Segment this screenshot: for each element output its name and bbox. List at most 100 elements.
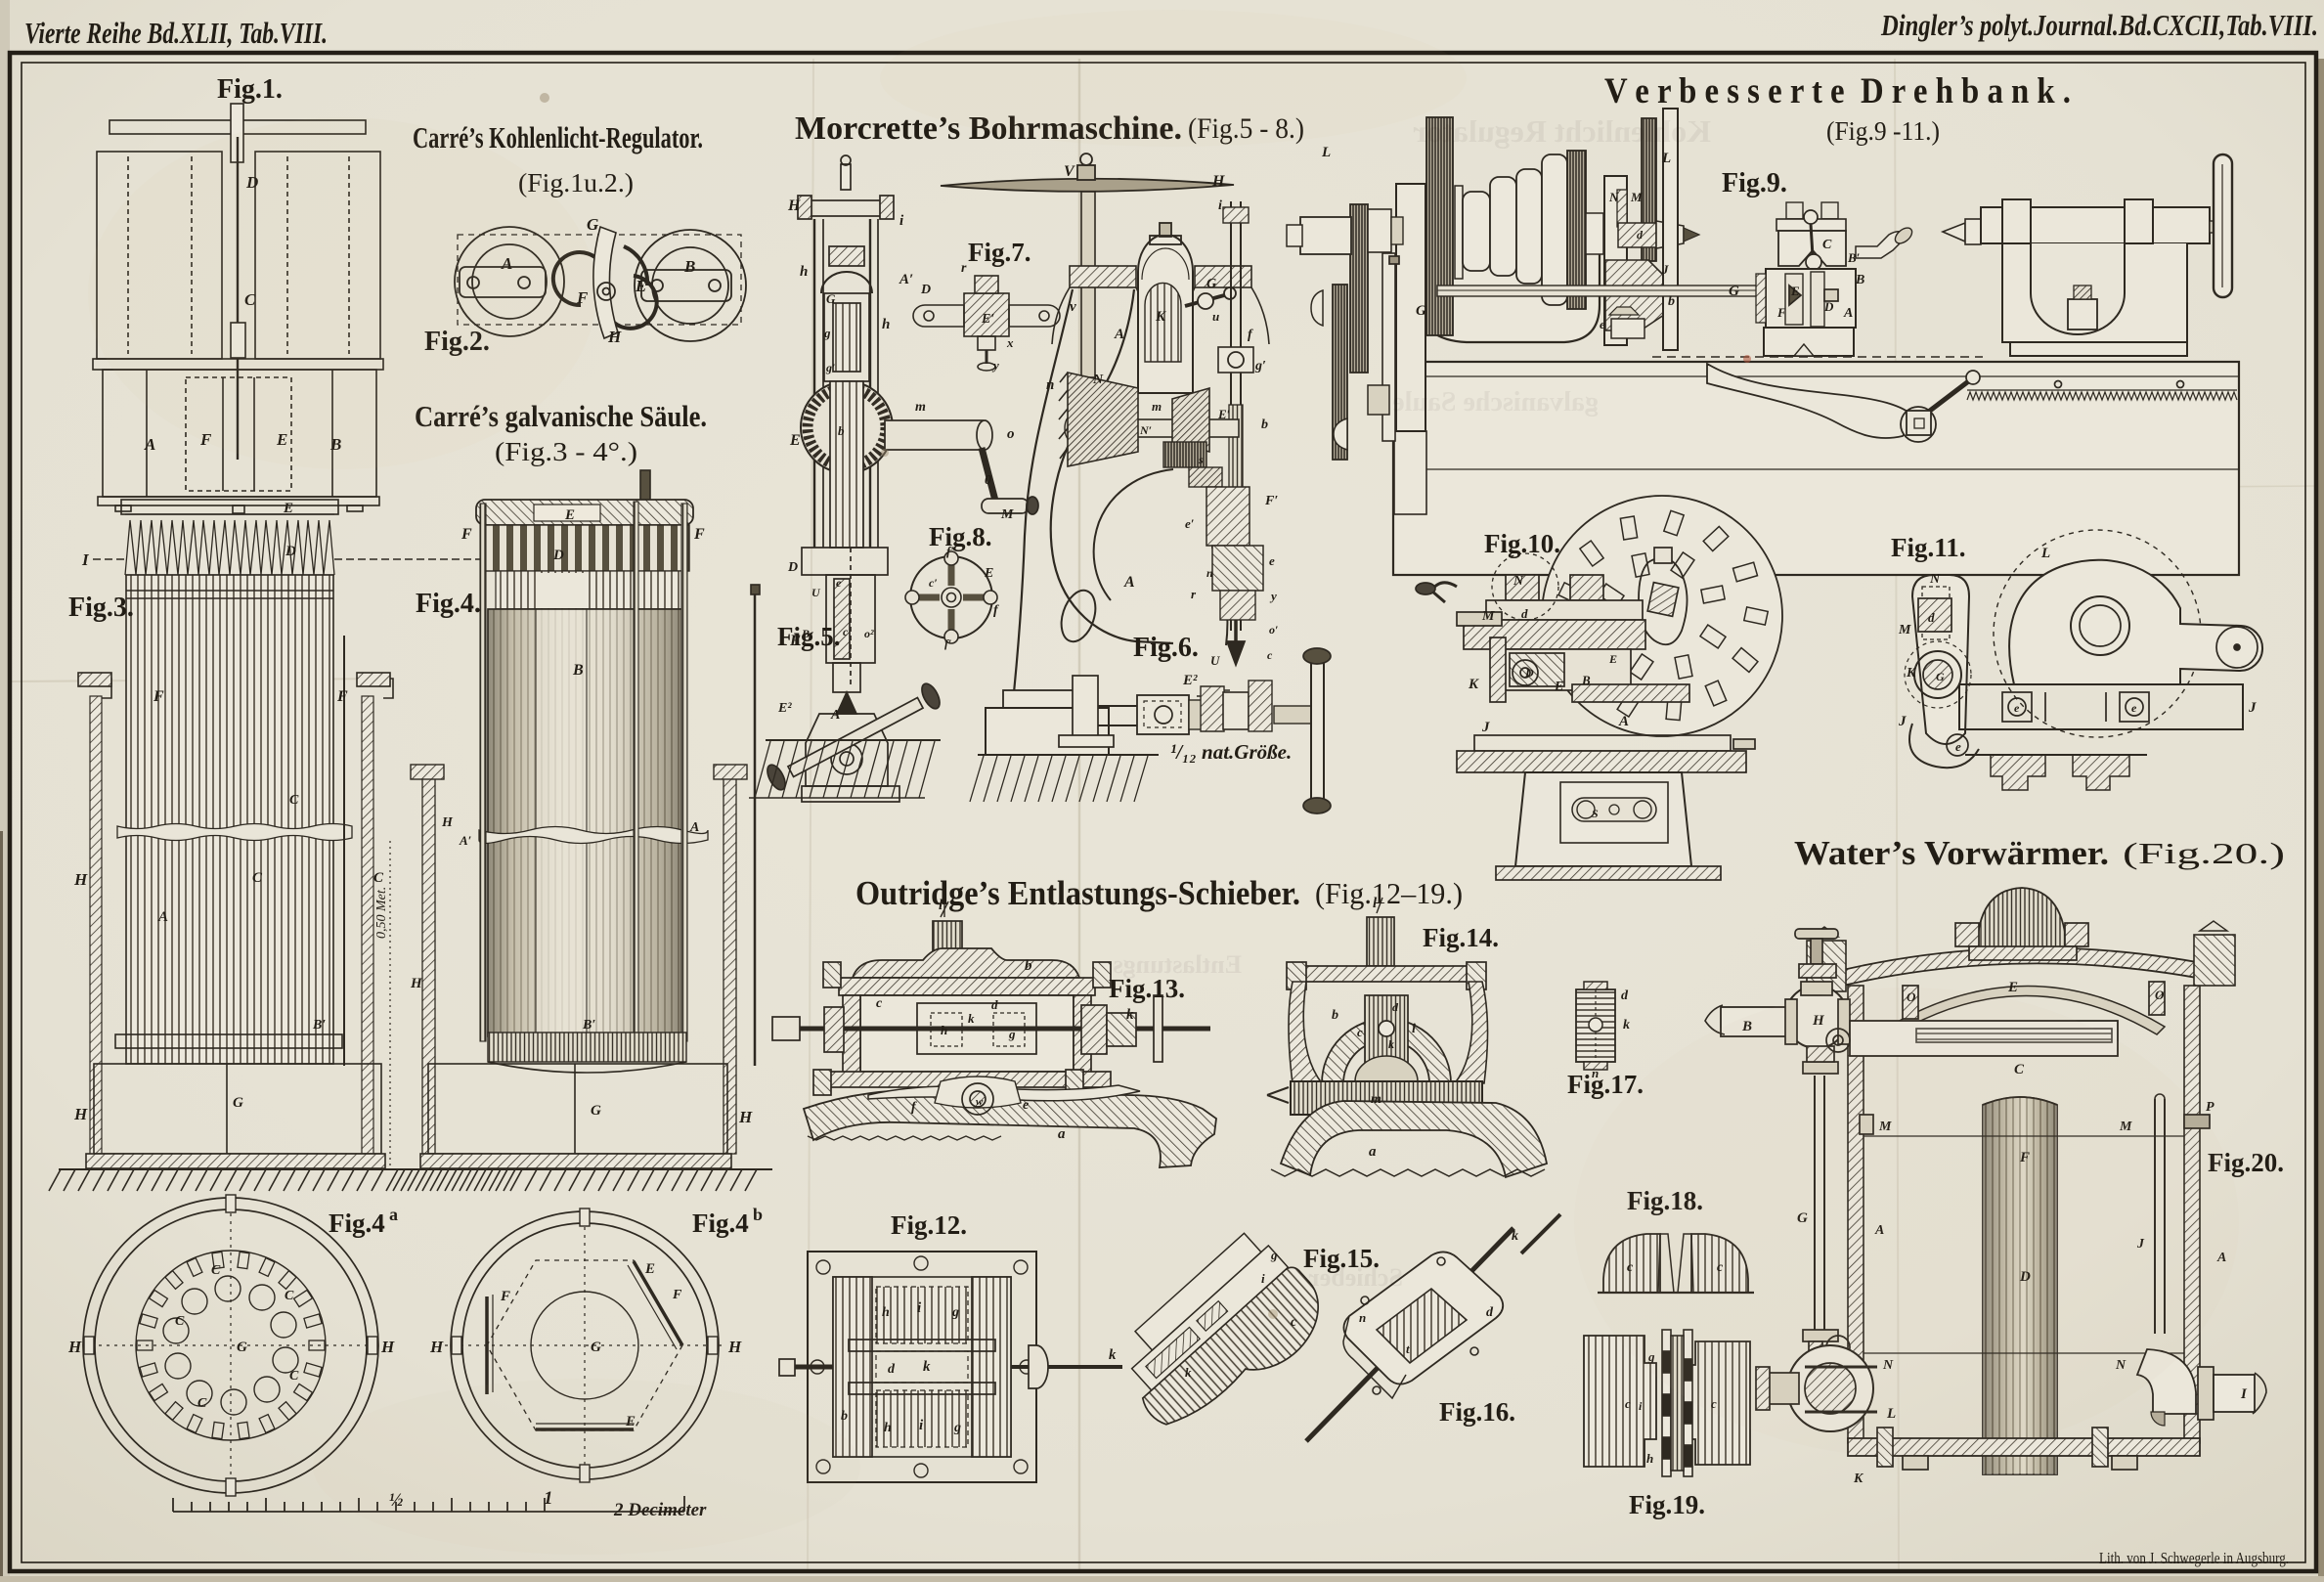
svg-text:t: t bbox=[1406, 1341, 1410, 1356]
svg-text:U: U bbox=[811, 586, 821, 599]
svg-text:b: b bbox=[838, 423, 845, 438]
svg-text:C: C bbox=[2014, 1062, 2025, 1077]
svg-text:B′: B′ bbox=[312, 1018, 326, 1033]
svg-text:e: e bbox=[1955, 739, 1961, 754]
svg-text:Fig.8.: Fig.8. bbox=[929, 522, 992, 551]
svg-text:N′: N′ bbox=[1139, 423, 1152, 437]
svg-text:i: i bbox=[899, 213, 904, 229]
svg-text:h: h bbox=[800, 264, 808, 280]
svg-text:B: B bbox=[1855, 273, 1864, 287]
svg-text:G: G bbox=[1416, 303, 1426, 319]
svg-text:n: n bbox=[1206, 566, 1213, 580]
svg-text:x: x bbox=[1006, 335, 1014, 350]
svg-text:d: d bbox=[1486, 1305, 1494, 1320]
svg-text:d: d bbox=[1621, 989, 1629, 1003]
svg-text:c′: c′ bbox=[929, 576, 938, 590]
svg-text:a: a bbox=[1058, 1126, 1066, 1142]
svg-text:k: k bbox=[1623, 1018, 1630, 1033]
svg-text:B: B bbox=[329, 435, 341, 454]
svg-text:f′: f′ bbox=[944, 637, 951, 650]
svg-text:G: G bbox=[1206, 277, 1216, 291]
svg-text:k: k bbox=[1185, 1365, 1192, 1380]
svg-text:e: e bbox=[836, 576, 842, 590]
svg-text:F: F bbox=[576, 288, 589, 307]
svg-text:B: B bbox=[572, 662, 584, 679]
svg-text:E: E bbox=[1554, 680, 1563, 694]
svg-text:m: m bbox=[915, 400, 926, 415]
svg-text:G: G bbox=[1729, 284, 1739, 299]
svg-text:A: A bbox=[1618, 714, 1629, 729]
svg-text:E: E bbox=[564, 507, 575, 523]
svg-text:H: H bbox=[727, 1338, 742, 1356]
svg-text:A: A bbox=[2216, 1251, 2226, 1265]
svg-text:2 Decimeter: 2 Decimeter bbox=[613, 1500, 707, 1520]
svg-text:A: A bbox=[689, 820, 699, 835]
svg-text:K: K bbox=[1853, 1472, 1864, 1486]
svg-text:G: G bbox=[1936, 670, 1945, 683]
svg-text:D: D bbox=[245, 173, 258, 192]
svg-text:F: F bbox=[500, 1289, 510, 1304]
svg-text:N: N bbox=[2115, 1358, 2127, 1373]
svg-text:F: F bbox=[153, 688, 164, 705]
svg-text:Dingler’s polyt.Journal.Bd.CXC: Dingler’s polyt.Journal.Bd.CXCII,Tab.VII… bbox=[1880, 8, 2318, 42]
svg-text:F: F bbox=[789, 633, 801, 649]
svg-text:A: A bbox=[1874, 1223, 1884, 1238]
svg-text:E: E bbox=[625, 1414, 636, 1429]
svg-text:c: c bbox=[1291, 1315, 1297, 1330]
svg-text:Fig.11.: Fig.11. bbox=[1891, 533, 1966, 562]
svg-text:D: D bbox=[552, 548, 564, 563]
svg-text:h: h bbox=[1646, 1451, 1653, 1466]
svg-text:K: K bbox=[1155, 309, 1166, 325]
svg-text:L: L bbox=[1321, 145, 1331, 160]
svg-text:A: A bbox=[830, 708, 840, 723]
svg-text:E²: E² bbox=[1182, 673, 1198, 688]
svg-text:M: M bbox=[1878, 1120, 1892, 1134]
svg-text:g: g bbox=[823, 326, 831, 340]
svg-text:(Fig.12–19.): (Fig.12–19.) bbox=[1315, 876, 1463, 910]
svg-text:E′: E′ bbox=[1217, 407, 1231, 421]
svg-text:r: r bbox=[1191, 587, 1197, 601]
svg-text:(Fig.9 -11.): (Fig.9 -11.) bbox=[1826, 116, 1940, 146]
svg-text:M: M bbox=[2119, 1120, 2132, 1134]
svg-text:Fig.5.: Fig.5. bbox=[777, 622, 841, 651]
svg-text:J: J bbox=[1661, 262, 1669, 277]
svg-text:O: O bbox=[1907, 989, 1916, 1004]
svg-text:Carré’s Kohlenlicht-Regulator.: Carré’s Kohlenlicht-Regulator. bbox=[413, 120, 703, 154]
svg-text:E: E bbox=[635, 277, 646, 295]
svg-text:b: b bbox=[753, 1205, 763, 1224]
svg-text:c: c bbox=[876, 996, 883, 1011]
svg-text:Fig.19.: Fig.19. bbox=[1629, 1490, 1705, 1519]
svg-text:E: E bbox=[1790, 284, 1800, 298]
svg-text:Fig.18.: Fig.18. bbox=[1627, 1186, 1703, 1215]
svg-text:D: D bbox=[1524, 666, 1534, 680]
svg-text:½: ½ bbox=[389, 1490, 403, 1511]
svg-text:H: H bbox=[787, 198, 801, 214]
svg-text:C: C bbox=[289, 1369, 299, 1384]
svg-text:(Fig.20.): (Fig.20.) bbox=[2123, 836, 2285, 870]
svg-text:E²: E² bbox=[777, 701, 792, 716]
svg-text:l: l bbox=[1373, 896, 1378, 911]
svg-text:d: d bbox=[888, 1362, 896, 1377]
svg-text:E′: E′ bbox=[981, 312, 994, 327]
svg-text:e: e bbox=[1023, 1098, 1029, 1113]
svg-text:n: n bbox=[1359, 1310, 1366, 1325]
svg-text:y: y bbox=[991, 358, 999, 373]
svg-text:O: O bbox=[2155, 988, 2165, 1002]
svg-text:H: H bbox=[67, 1338, 82, 1356]
svg-text:Carré’s galvanische Säule.: Carré’s galvanische Säule. bbox=[415, 399, 707, 433]
svg-text:Fig.17.: Fig.17. bbox=[1567, 1070, 1644, 1099]
svg-text:y: y bbox=[1269, 589, 1277, 603]
svg-text:d: d bbox=[1521, 606, 1528, 621]
svg-text:i: i bbox=[1261, 1271, 1265, 1286]
svg-text:L: L bbox=[1886, 1406, 1896, 1422]
svg-text:N: N bbox=[1092, 373, 1104, 387]
svg-text:D: D bbox=[285, 544, 296, 559]
svg-text:A: A bbox=[501, 254, 512, 273]
svg-text:C: C bbox=[197, 1396, 207, 1411]
svg-text:f: f bbox=[993, 603, 999, 618]
svg-text:f: f bbox=[911, 1100, 917, 1115]
svg-text:J: J bbox=[2248, 700, 2257, 716]
svg-text:H: H bbox=[410, 976, 423, 991]
svg-text:n: n bbox=[1592, 1066, 1599, 1080]
svg-text:I: I bbox=[81, 550, 90, 569]
